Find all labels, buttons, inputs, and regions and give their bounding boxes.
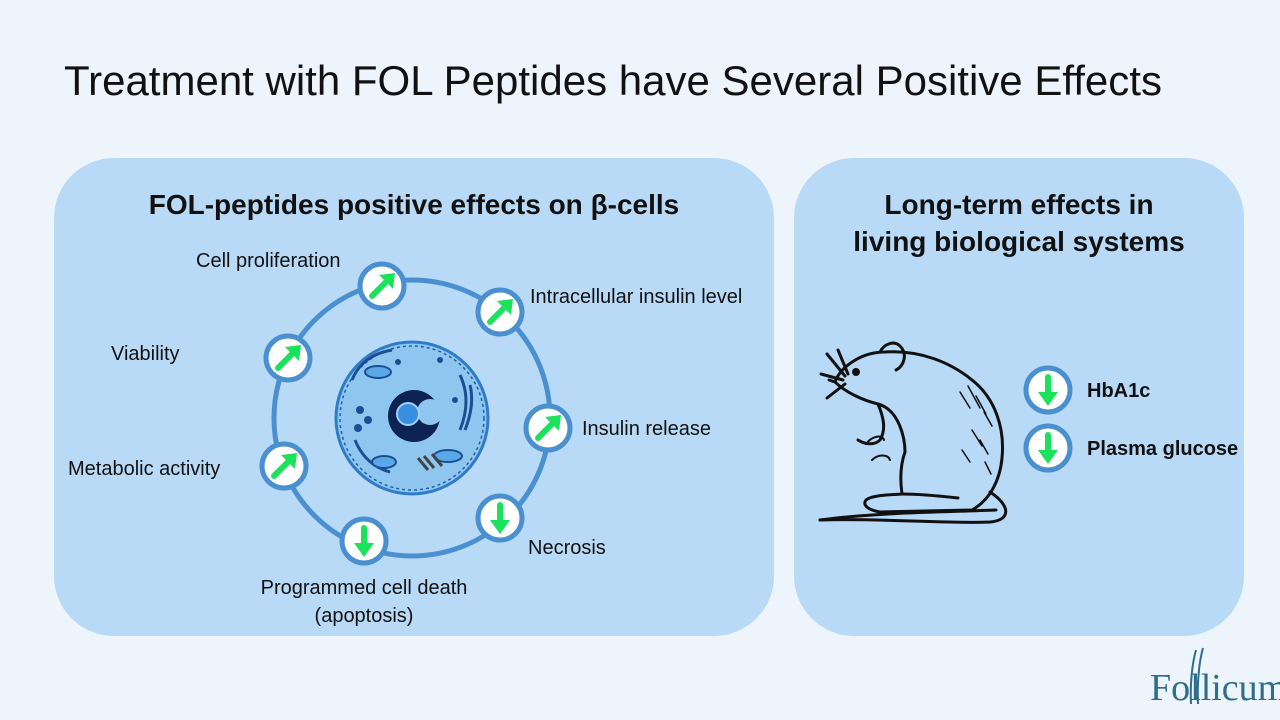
beta-cell-panel-heading: FOL-peptides positive effects on β-cells — [148, 189, 680, 220]
follicum-logo: Follicum — [1150, 667, 1280, 709]
label-viability: Viability — [111, 343, 180, 365]
long-term-heading-line1: Long-term effects in — [884, 189, 1154, 220]
long-term-effects-panel — [794, 158, 1244, 636]
slide-title: Treatment with FOL Peptides have Several… — [64, 57, 1162, 104]
label-intracellular-insulin-level: Intracellular insulin level — [530, 286, 743, 308]
intracellular-insulin-up-arrow-icon — [478, 290, 522, 334]
cell-proliferation-up-arrow-icon — [360, 264, 404, 308]
insulin-release-up-arrow-icon — [526, 406, 570, 450]
rat-illustration — [818, 341, 1008, 524]
apoptosis-down-arrow-icon — [342, 519, 386, 563]
hba1c-down-arrow-icon — [1026, 368, 1070, 412]
label-necrosis: Necrosis — [528, 537, 606, 559]
necrosis-down-arrow-icon — [478, 496, 522, 540]
label-cell-proliferation: Cell proliferation — [196, 250, 341, 272]
label-plasma-glucose: Plasma glucose — [1087, 438, 1239, 460]
viability-up-arrow-icon — [266, 336, 310, 380]
metabolic-activity-up-arrow-icon — [262, 444, 306, 488]
long-term-heading-line2: living biological systems — [853, 226, 1185, 257]
follicum-logo-mark-icon — [1189, 647, 1204, 705]
label-programmed-cell-death: Programmed cell death — [260, 577, 468, 599]
long-term-panel-heading: Long-term effects in living biological s… — [794, 186, 1244, 260]
label-apoptosis: (apoptosis) — [314, 605, 414, 627]
label-hba1c: HbA1c — [1087, 380, 1151, 402]
label-insulin-release: Insulin release — [582, 418, 711, 440]
label-metabolic-activity: Metabolic activity — [68, 458, 221, 480]
plasma-glucose-down-arrow-icon — [1026, 426, 1070, 470]
beta-cell-illustration — [334, 340, 490, 496]
